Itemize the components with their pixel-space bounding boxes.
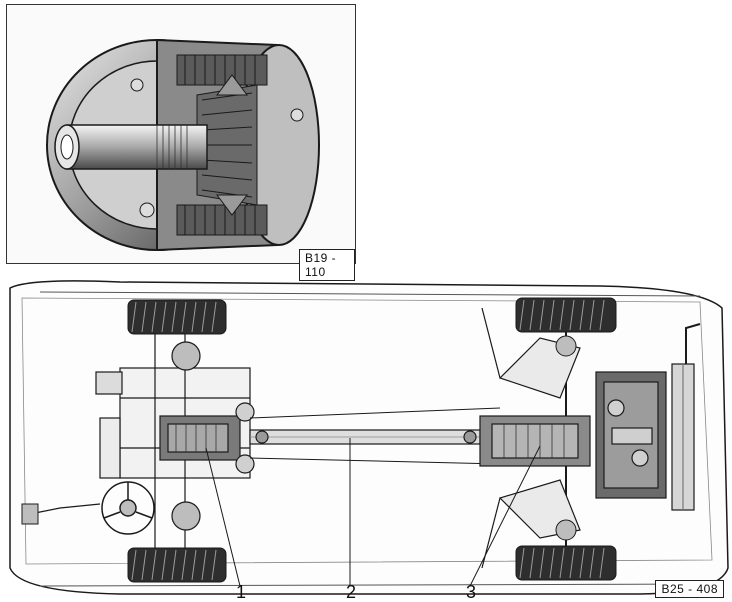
callout-number-2: 2 — [346, 582, 357, 602]
figure-label-bottom: B25 - 408 — [655, 580, 724, 598]
chassis-underside-drawing — [9, 280, 729, 595]
spider-gear — [216, 74, 248, 216]
chassis-underside-figure: B25 - 408 — [0, 268, 732, 600]
engine-block — [595, 371, 667, 499]
output-shaft — [54, 124, 208, 170]
tie-rod-upper — [481, 307, 501, 379]
wheel-top-right — [515, 297, 617, 333]
sill-bottom — [39, 583, 701, 587]
bolt-bottom — [139, 202, 155, 218]
differential-cutaway-figure: B19 - 110 — [6, 4, 356, 281]
front-shock-lower — [555, 519, 577, 541]
rear-differential — [159, 402, 255, 474]
control-cable — [29, 503, 101, 515]
bolt-right — [290, 108, 304, 122]
wheel-bottom-right — [515, 545, 617, 581]
radiator — [671, 323, 701, 511]
callout-number-1: 1 — [236, 582, 247, 602]
wheel-top-left — [127, 299, 227, 335]
propeller-shaft — [249, 429, 481, 445]
shock-mount-bottom-left — [171, 501, 201, 531]
bolt-left — [130, 78, 144, 92]
steering-wheel — [101, 481, 155, 535]
clutch-plate-stack — [176, 54, 268, 236]
frame-rail-lower — [249, 457, 501, 465]
differential-cutaway-drawing — [46, 38, 320, 252]
shock-mount-top-left — [171, 341, 201, 371]
sill-top — [39, 291, 701, 297]
callout-number-3: 3 — [466, 582, 477, 602]
front-transaxle — [479, 415, 591, 467]
leader-line-3 — [469, 445, 541, 587]
leader-line-1 — [205, 447, 241, 587]
front-shock-upper — [555, 335, 577, 357]
figure-label-top: B19 - 110 — [299, 249, 355, 281]
wheel-bottom-left — [127, 547, 227, 583]
frame-rail-upper — [249, 407, 501, 419]
car-body-inner-line — [21, 297, 713, 565]
pedal-box — [21, 503, 39, 525]
